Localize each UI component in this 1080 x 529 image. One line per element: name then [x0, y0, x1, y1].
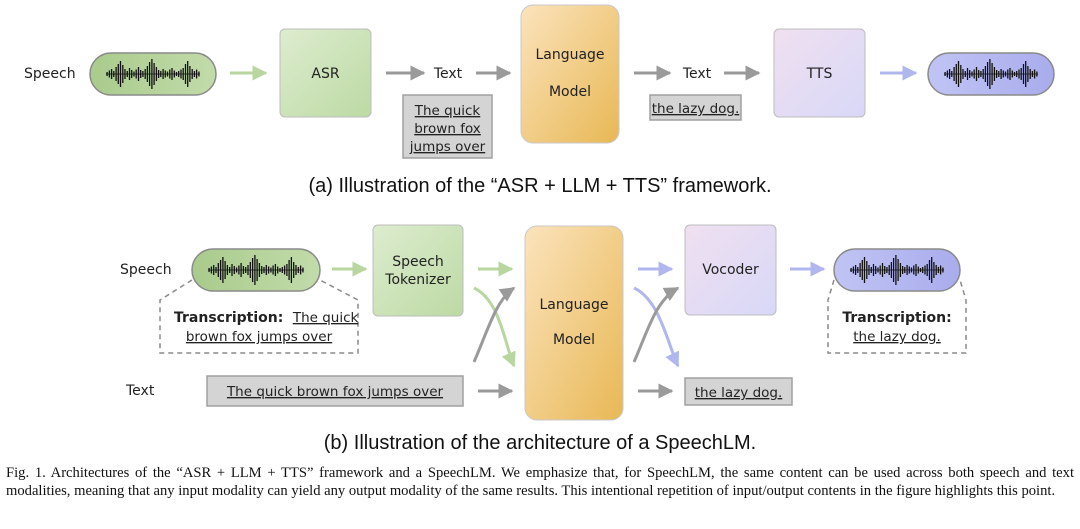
text-label-b: Text	[125, 383, 155, 399]
output-text-box-b: the lazy dog.	[684, 377, 793, 406]
transcription-in-line1: The quick	[292, 310, 359, 326]
transcription-label-in: Transcription:	[174, 310, 283, 326]
input-text-line-2: brown fox	[414, 121, 481, 137]
panel-b: Speech Transcription: The quick brown fo…	[120, 224, 967, 454]
arrow-speech-cross-to-text	[473, 286, 516, 368]
figure-caption: Fig. 1. Architectures of the “ASR + LLM …	[6, 465, 1074, 499]
tts-label: TTS	[806, 66, 833, 82]
output-transcription-callout: Transcription: the lazy dog.	[827, 279, 967, 354]
vocoder-box	[684, 224, 777, 316]
svg-text:Transcription: The qui: Transcription: The quick	[174, 310, 359, 326]
arrow-text-cross-out	[632, 286, 680, 363]
input-transcription-callout: Transcription: The quick brown fox jumps…	[159, 279, 359, 354]
language-model-box-b	[524, 225, 624, 421]
input-text-line-1: The quick	[414, 103, 481, 119]
text-label-a2: Text	[682, 66, 712, 82]
speech-tokenizer-box	[372, 224, 464, 317]
lm-label-b-line1: Language	[539, 297, 608, 313]
speech-input-a	[89, 52, 217, 96]
speech-output-b	[833, 248, 961, 292]
tokenizer-label-line2: Tokenizer	[384, 272, 451, 288]
panel-a: Speech ASR Text The quick brown fox jump…	[24, 4, 1055, 197]
input-text-line-3: jumps over	[409, 139, 486, 155]
waveform-icon	[106, 59, 200, 89]
input-text-b: The quick brown fox jumps over	[226, 384, 444, 400]
speech-label-b: Speech	[120, 262, 172, 278]
arrow-speech-cross-out	[633, 286, 680, 368]
waveform-icon	[850, 255, 944, 285]
panel-b-caption: (b) Illustration of the architecture of …	[324, 432, 756, 454]
language-model-box-a	[520, 4, 620, 144]
transcription-label-out: Transcription:	[842, 310, 951, 326]
tokenizer-label-line1: Speech	[392, 254, 444, 270]
input-text-box-a: The quick brown fox jumps over	[402, 94, 493, 159]
vocoder-label: Vocoder	[702, 262, 759, 278]
tts-box	[773, 28, 866, 118]
output-text-box-a: the lazy dog.	[649, 94, 742, 121]
speech-output-a	[927, 52, 1055, 96]
waveform-icon	[944, 59, 1038, 89]
speech-input-b	[191, 248, 321, 292]
text-label-a1: Text	[433, 66, 463, 82]
lm-label-b-line2: Model	[553, 332, 595, 348]
output-text-b: the lazy dog.	[695, 385, 783, 401]
asr-box	[279, 28, 372, 118]
output-text-a: the lazy dog.	[652, 101, 740, 117]
asr-label: ASR	[311, 66, 339, 82]
transcription-out-text: the lazy dog.	[853, 329, 941, 345]
lm-label-a-line2: Model	[549, 84, 591, 100]
transcription-in-line2: brown fox jumps over	[186, 329, 333, 345]
panel-a-caption: (a) Illustration of the “ASR + LLM + TTS…	[308, 175, 771, 197]
arrow-text-cross-to-speech	[472, 286, 516, 363]
lm-label-a-line1: Language	[535, 47, 604, 63]
waveform-icon	[208, 255, 304, 285]
input-text-box-b: The quick brown fox jumps over	[206, 375, 464, 407]
speech-label-a: Speech	[24, 66, 76, 82]
